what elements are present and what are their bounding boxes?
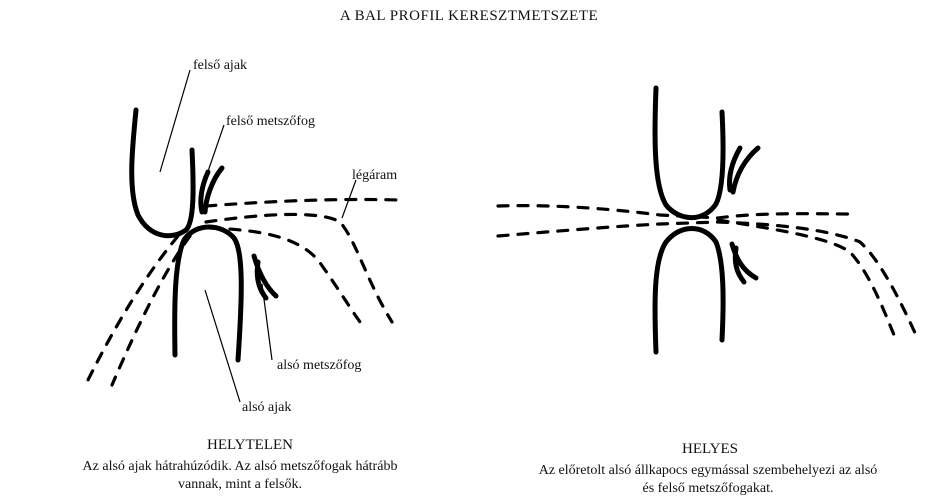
- label-lower-lip: alsó ajak: [242, 400, 291, 416]
- leader-upper-lip: [160, 70, 190, 172]
- right-caption-text: Az előretolt alsó állkapocs egymással sz…: [478, 462, 938, 498]
- right-lower-lip: [655, 229, 723, 353]
- leader-lower-lip: [205, 290, 240, 402]
- left-caption-line2: vannak, mint a felsők.: [0, 476, 480, 494]
- right-upper-incisor: [729, 148, 758, 192]
- right-caption-title: HELYES: [590, 441, 830, 458]
- left-lower-incisor: [254, 256, 276, 298]
- left-upper-lip: [132, 110, 193, 236]
- right-caption-line2: és felső metszőfogakat.: [478, 480, 938, 498]
- left-airflow-lower: [210, 228, 360, 322]
- label-upper-incisor: felső metszőfog: [226, 114, 315, 130]
- right-lower-incisor: [732, 244, 756, 282]
- left-airflow-down-1: [84, 236, 178, 388]
- left-caption-title: HELYTELEN: [130, 437, 370, 454]
- right-airflow-2: [498, 222, 916, 335]
- left-caption-text: Az alsó ajak hátrahúzódik. Az alsó metsz…: [0, 458, 480, 494]
- label-lower-incisor: alsó metszőfog: [277, 358, 361, 374]
- left-lower-lip: [175, 227, 242, 360]
- left-caption-line1: Az alsó ajak hátrahúzódik. Az alsó metsz…: [0, 458, 480, 476]
- left-airflow-upper: [206, 199, 398, 206]
- right-profile: [498, 88, 916, 352]
- right-upper-lip: [655, 88, 723, 218]
- label-upper-lip: felső ajak: [193, 58, 247, 74]
- label-airflow: légáram: [352, 168, 397, 184]
- right-caption-line1: Az előretolt alsó állkapocs egymással sz…: [478, 462, 938, 480]
